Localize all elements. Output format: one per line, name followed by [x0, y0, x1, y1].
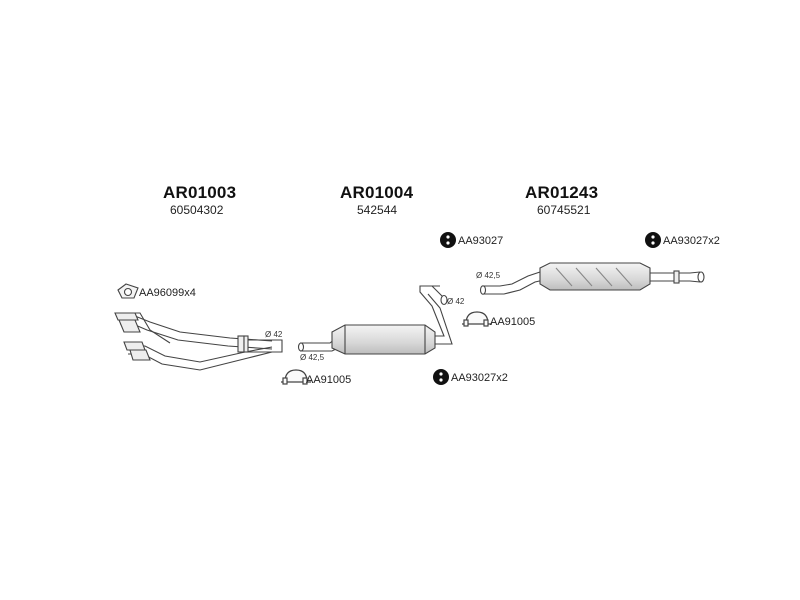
rubber-hanger-icon — [433, 369, 449, 385]
part-code-middle-silencer: AR01004 — [340, 183, 414, 202]
dim-label-manifold-outlet: Ø 42 — [265, 330, 283, 339]
part-code-rear-silencer: AR01243 — [525, 183, 599, 202]
dim-label-middle-outlet: Ø 42 — [447, 297, 465, 306]
dim-label-rear-inlet: Ø 42,5 — [476, 271, 501, 280]
oem-code-rear-silencer: 60745521 — [537, 203, 591, 217]
hanger-label-right: AA93027x2 — [663, 235, 720, 247]
gasket-icon — [117, 283, 139, 299]
hanger-label-mid-low: AA93027x2 — [451, 372, 508, 384]
oem-code-middle-silencer: 542544 — [357, 203, 398, 217]
rear-silencer — [479, 262, 705, 295]
clamp-label-right: AA91005 — [490, 316, 536, 328]
dim-label-middle-inlet: Ø 42,5 — [300, 353, 325, 362]
part-code-front-pipe: AR01003 — [163, 183, 237, 202]
gasket-label: AA96099x4 — [139, 287, 196, 299]
clamp-icon — [462, 311, 492, 327]
clamp-icon — [281, 369, 311, 385]
rubber-hanger-icon — [440, 232, 456, 248]
front-pipe-manifold — [114, 312, 283, 371]
rubber-hanger-icon — [645, 232, 661, 248]
hanger-label-mid: AA93027 — [458, 235, 504, 247]
oem-code-front-pipe: 60504302 — [170, 203, 224, 217]
middle-section — [297, 285, 453, 355]
clamp-label-left: AA91005 — [306, 374, 352, 386]
